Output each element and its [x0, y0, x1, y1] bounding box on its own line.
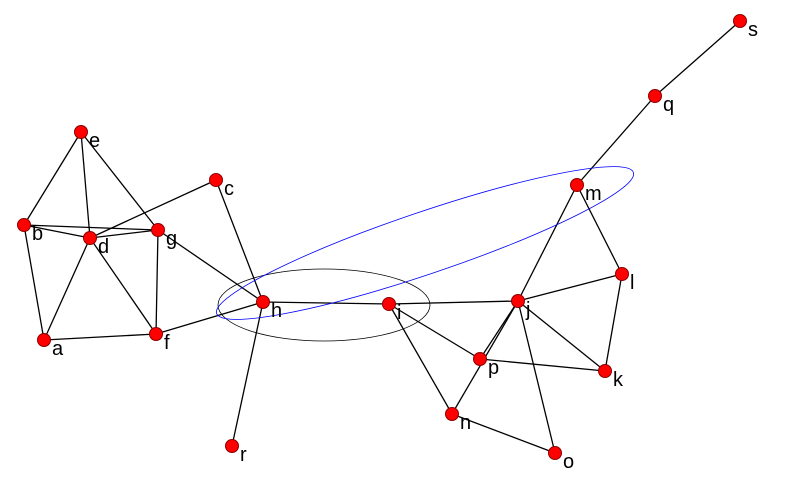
node-circle[interactable] — [256, 295, 270, 309]
node-label: r — [240, 444, 247, 466]
node-circle[interactable] — [570, 178, 584, 192]
node-circle[interactable] — [151, 223, 165, 237]
edge-h-r — [231, 301, 264, 447]
edge-e-d — [80, 131, 91, 239]
edge-e-b — [23, 131, 82, 226]
node-k[interactable]: k — [598, 364, 625, 392]
node-g[interactable]: g — [151, 223, 178, 251]
node-label: d — [98, 236, 109, 258]
node-label: p — [488, 357, 499, 379]
edge-j-k — [517, 300, 606, 372]
node-e[interactable]: e — [74, 125, 101, 153]
node-circle[interactable] — [615, 267, 629, 281]
node-r[interactable]: r — [225, 439, 248, 467]
edge-i-j — [388, 300, 519, 305]
node-circle[interactable] — [511, 294, 525, 308]
node-circle[interactable] — [445, 407, 459, 421]
node-label: j — [525, 299, 530, 321]
node-b[interactable]: b — [17, 218, 44, 246]
node-m[interactable]: m — [570, 178, 602, 206]
node-d[interactable]: d — [83, 231, 110, 259]
node-circle[interactable] — [598, 364, 612, 378]
node-circle[interactable] — [83, 231, 97, 245]
node-label: q — [663, 94, 674, 116]
node-circle[interactable] — [225, 439, 239, 453]
node-circle[interactable] — [733, 14, 747, 28]
node-circle[interactable] — [149, 327, 163, 341]
edge-d-c — [89, 179, 217, 239]
edge-q-s — [654, 20, 741, 97]
edge-m-q — [576, 95, 656, 186]
node-s[interactable]: s — [733, 14, 759, 42]
blue-ellipse — [215, 166, 635, 320]
edge-b-d — [23, 224, 91, 239]
node-label: i — [397, 302, 401, 324]
node-label: l — [630, 272, 634, 294]
node-label: o — [563, 451, 574, 473]
edge-b-g — [23, 224, 159, 231]
node-label: h — [271, 300, 282, 322]
node-j[interactable]: j — [511, 294, 531, 322]
edge-d-g — [89, 229, 159, 239]
edge-d-f — [89, 237, 157, 335]
edge-p-k — [479, 358, 606, 372]
node-circle[interactable] — [382, 297, 396, 311]
edge-h-i — [262, 301, 390, 305]
edge-n-o — [451, 413, 556, 454]
node-c[interactable]: c — [209, 173, 235, 201]
edge-g-f — [155, 229, 159, 335]
node-label: e — [89, 130, 100, 152]
edge-m-l — [576, 184, 623, 275]
node-a[interactable]: a — [37, 333, 65, 361]
node-f[interactable]: f — [149, 327, 171, 355]
node-label: k — [613, 369, 624, 391]
node-circle[interactable] — [74, 125, 88, 139]
black-ellipse — [217, 268, 431, 342]
edge-f-h — [155, 301, 264, 335]
edge-c-h — [215, 179, 264, 303]
node-label: n — [460, 412, 471, 434]
edge-j-o — [517, 300, 556, 454]
node-h[interactable]: h — [256, 295, 283, 323]
node-circle[interactable] — [17, 218, 31, 232]
node-label: m — [585, 183, 602, 205]
edge-g-h — [157, 229, 264, 303]
node-circle[interactable] — [209, 173, 223, 187]
nodes: a b c d e f g h i j k l m n o p q r s — [17, 14, 759, 474]
node-label: s — [748, 19, 758, 41]
edge-j-m — [517, 184, 578, 302]
node-circle[interactable] — [473, 352, 487, 366]
edge-d-a — [43, 237, 91, 341]
node-label: f — [164, 332, 170, 354]
edge-e-g — [80, 131, 159, 231]
node-i[interactable]: i — [382, 297, 402, 325]
node-circle[interactable] — [648, 89, 662, 103]
edge-i-p — [388, 303, 481, 360]
edges — [23, 20, 741, 454]
node-q[interactable]: q — [648, 89, 675, 117]
node-n[interactable]: n — [445, 407, 472, 435]
edge-i-n — [388, 303, 453, 415]
node-label: c — [224, 178, 234, 200]
edge-l-k — [604, 273, 623, 372]
node-p[interactable]: p — [473, 352, 500, 380]
node-l[interactable]: l — [615, 267, 635, 295]
node-label: a — [52, 338, 64, 360]
node-o[interactable]: o — [548, 446, 575, 474]
node-circle[interactable] — [37, 333, 51, 347]
edge-j-l — [517, 273, 623, 302]
edge-a-f — [43, 333, 157, 341]
node-label: b — [32, 223, 43, 245]
edge-b-a — [23, 224, 45, 341]
node-circle[interactable] — [548, 446, 562, 460]
node-label: g — [166, 228, 177, 250]
